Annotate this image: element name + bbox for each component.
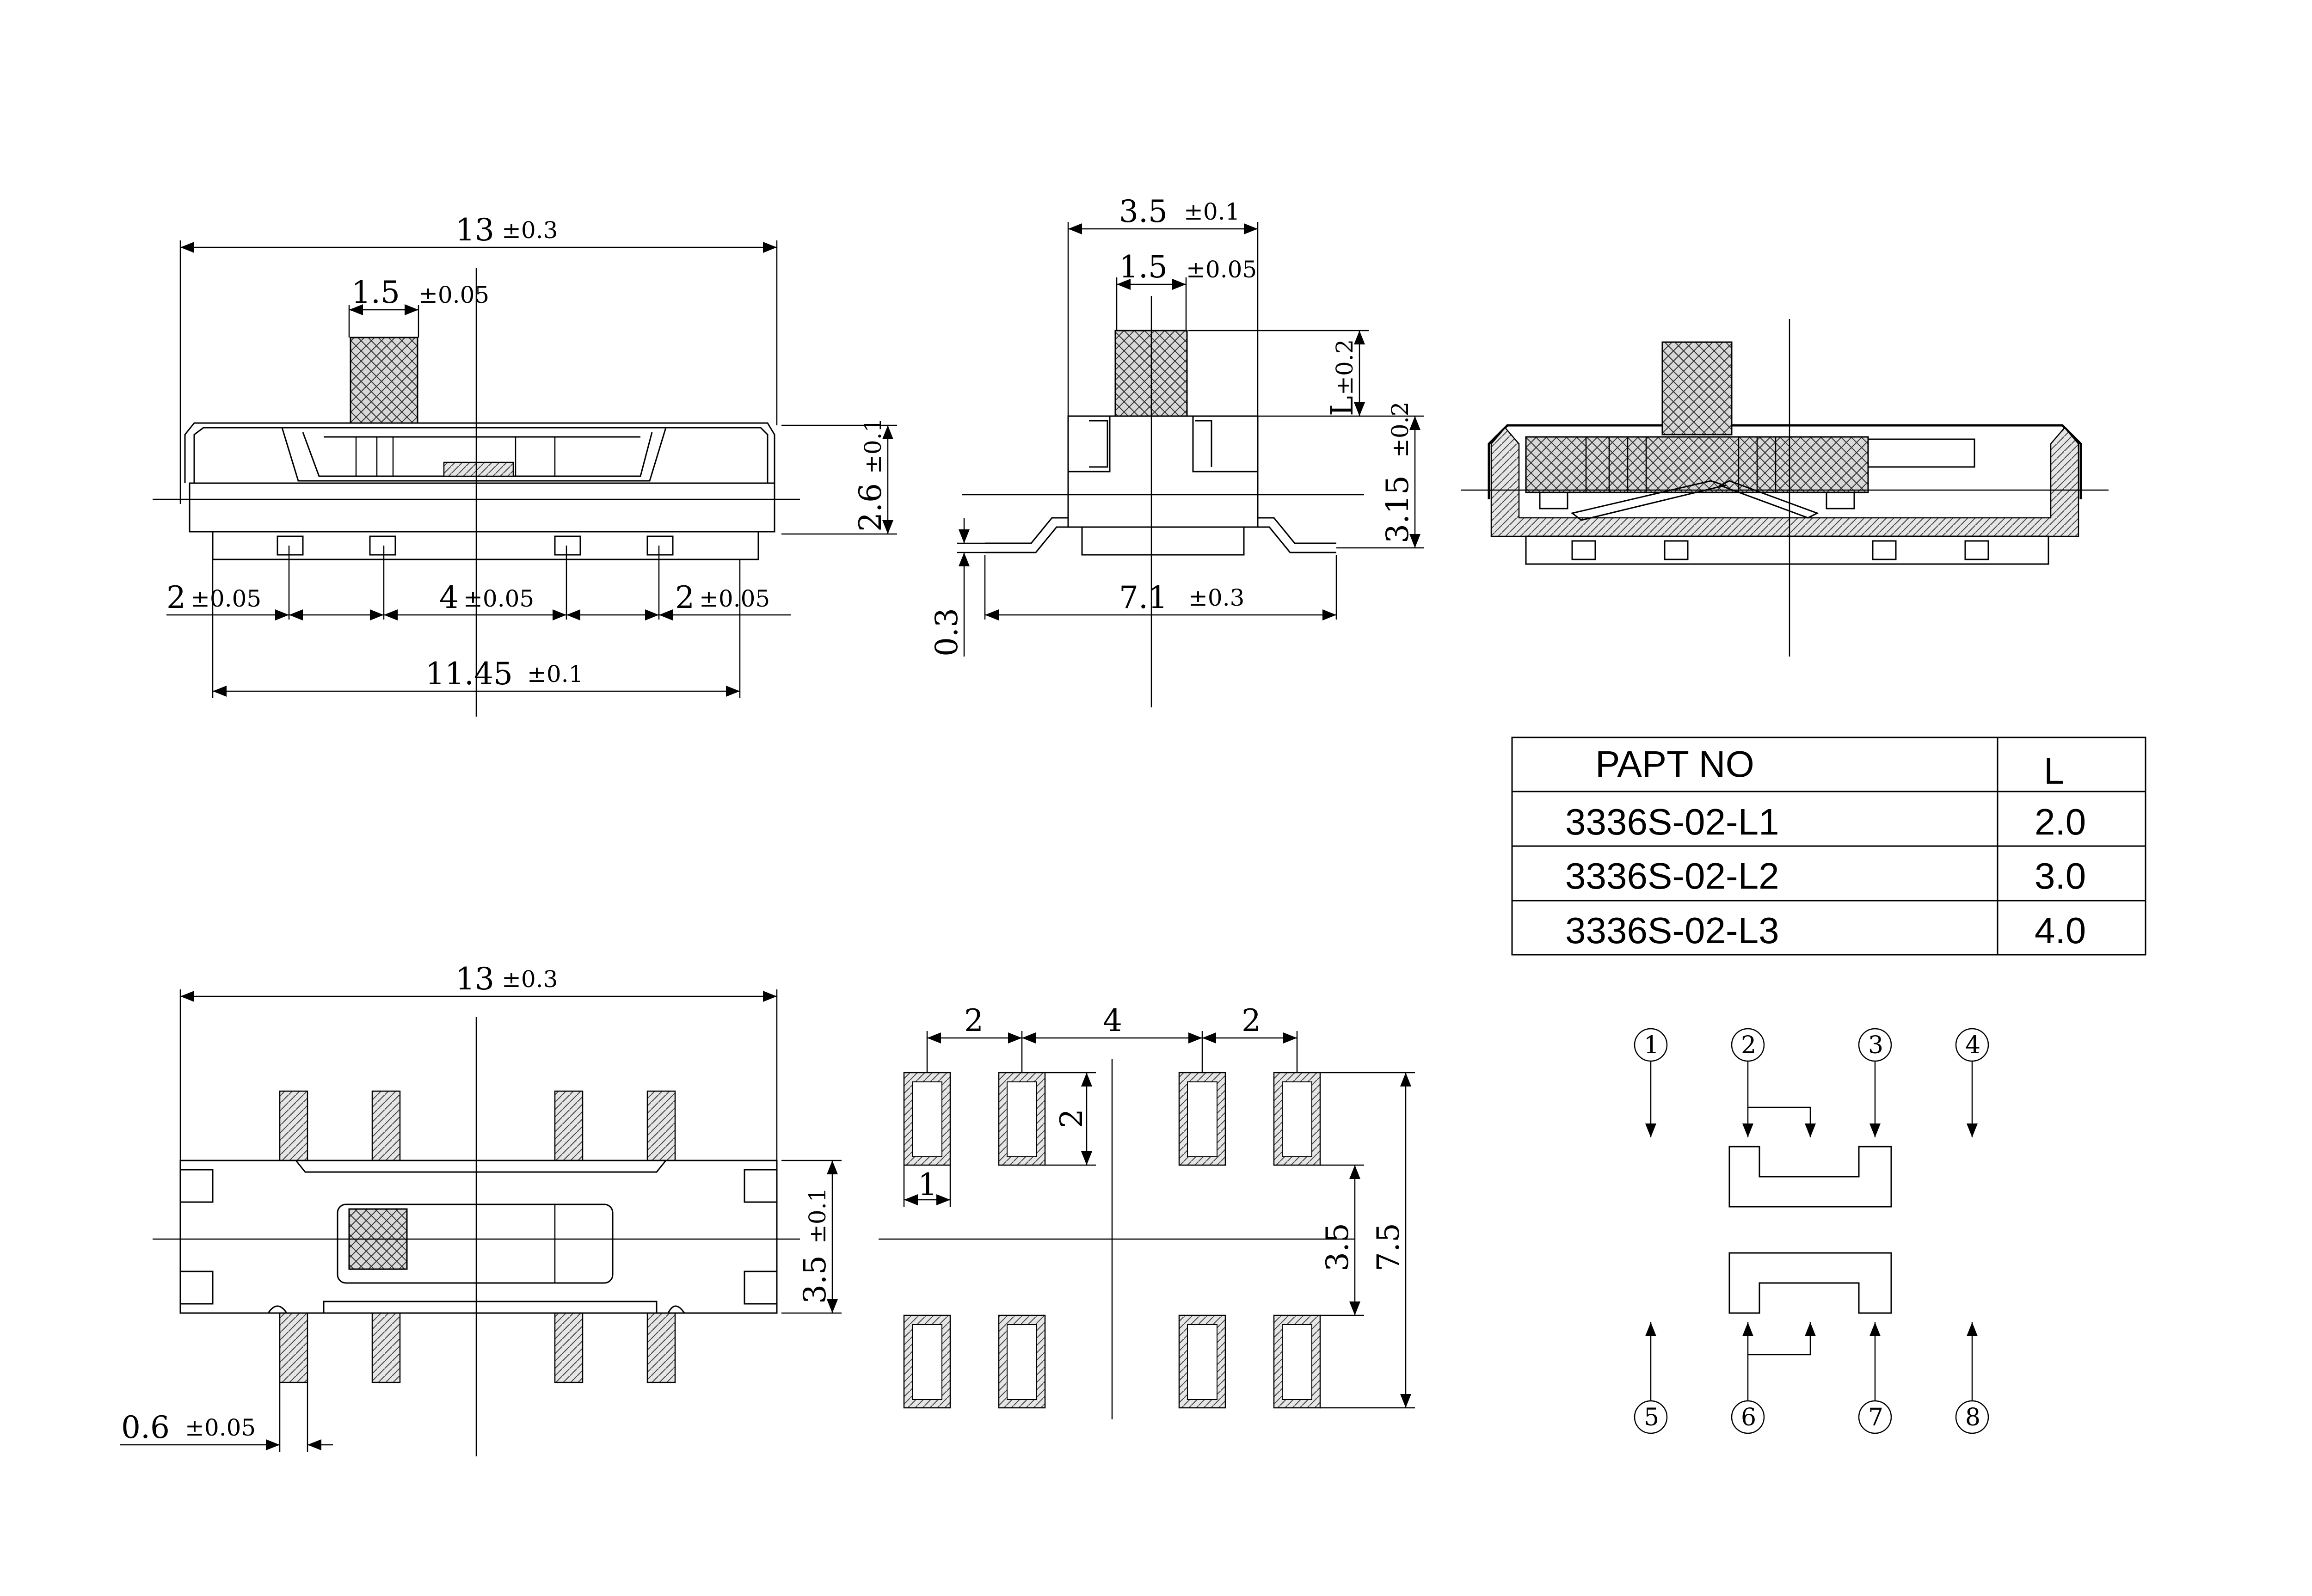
pin-label: 3 — [1868, 1031, 1883, 1059]
table-row-l: 3.0 — [2035, 855, 2086, 896]
end-height-tol: ±0.2 — [1387, 402, 1414, 458]
side-pitch-right-tol: ±0.05 — [699, 585, 770, 612]
end-height: 3.15 — [1380, 475, 1415, 543]
end-footprint-tol: ±0.3 — [1188, 584, 1244, 611]
top-depth-tol: ±0.1 — [804, 1188, 831, 1244]
side-actuator — [350, 337, 418, 424]
circuit-diagram: 1 2 3 4 5 6 7 8 — [1634, 1028, 1989, 1434]
pad-width: 1 — [918, 1167, 937, 1203]
side-pitch-mid: 4 — [439, 580, 459, 615]
pad-length: 2 — [1054, 1109, 1089, 1128]
top-view: 13 ±0.3 3.5 ±0.1 — [120, 961, 842, 1456]
side-height: 2.6 — [853, 483, 888, 532]
pin-label: 1 — [1644, 1031, 1659, 1059]
pad-row-gap: 3.5 — [1320, 1223, 1355, 1271]
side-pitch-left-tol: ±0.05 — [191, 585, 261, 612]
pin-label: 5 — [1644, 1404, 1659, 1431]
top-depth: 3.5 — [797, 1255, 833, 1304]
pad-pitch-mid: 4 — [1103, 1003, 1122, 1038]
lower-contact-slider — [1728, 1252, 1892, 1314]
pin-label: 8 — [1965, 1404, 1980, 1431]
top-overall-width: 13 — [455, 961, 494, 997]
side-overall-tol: ±0.3 — [502, 217, 558, 244]
side-pitch-left: 2 — [166, 580, 186, 615]
table-row-l: 4.0 — [2035, 910, 2086, 951]
side-height-tol: ±0.1 — [860, 418, 886, 474]
side-overall-width: 13 — [455, 212, 494, 248]
pad-overall-span: 7.5 — [1371, 1223, 1406, 1271]
table-row-part: 3336S-02-L3 — [1565, 910, 1779, 951]
part-number-table: PAPT NO L 3336S-02-L1 2.0 3336S-02-L2 3.… — [1511, 737, 2146, 956]
pin-label: 6 — [1741, 1404, 1756, 1431]
pad-layout: 2 4 2 2 1 3.5 — [879, 1003, 1415, 1419]
top-terminal-width: 0.6 — [121, 1410, 170, 1445]
side-actuator-width: 1.5 — [351, 275, 400, 310]
end-standoff: 0.3 — [929, 608, 965, 657]
table-header-l: L — [2044, 750, 2065, 792]
end-actuator-width: 1.5 — [1119, 249, 1168, 285]
top-terminal-width-tol: ±0.05 — [185, 1414, 256, 1441]
end-actuator-tol: ±0.05 — [1186, 256, 1257, 283]
end-actuator-length: L — [1324, 396, 1360, 416]
upper-contact-slider — [1728, 1146, 1892, 1208]
pin-label: 4 — [1965, 1031, 1980, 1059]
section-actuator — [1661, 341, 1733, 436]
pin-label: 2 — [1741, 1031, 1756, 1059]
top-overall-tol: ±0.3 — [502, 966, 558, 993]
side-actuator-tol: ±0.05 — [418, 282, 489, 308]
side-terminal-span-tol: ±0.1 — [527, 661, 583, 688]
section-view — [1461, 319, 2109, 657]
side-view: 13 ±0.3 1.5 ±0.05 2.6 — [153, 212, 897, 717]
pad-pitch-left: 2 — [964, 1003, 984, 1038]
end-body-width: 3.5 — [1119, 194, 1168, 229]
side-terminal-span: 11.45 — [425, 656, 513, 692]
pin-label: 7 — [1868, 1404, 1883, 1431]
end-view: 3.5 ±0.1 1.5 ±0.05 L ±0.2 3.15 ±0.2 — [929, 194, 1424, 707]
table-header-part: PAPT NO — [1595, 743, 1754, 785]
end-footprint: 7.1 — [1119, 580, 1168, 615]
end-actuator-length-tol: ±0.2 — [1331, 339, 1358, 395]
side-pitch-mid-tol: ±0.05 — [463, 585, 534, 612]
table-row-part: 3336S-02-L2 — [1565, 855, 1779, 896]
table-row-part: 3336S-02-L1 — [1565, 801, 1779, 842]
end-body-width-tol: ±0.1 — [1184, 198, 1240, 225]
pad-pitch-right: 2 — [1242, 1003, 1261, 1038]
table-row-l: 2.0 — [2035, 801, 2086, 842]
side-pitch-right: 2 — [675, 580, 695, 615]
